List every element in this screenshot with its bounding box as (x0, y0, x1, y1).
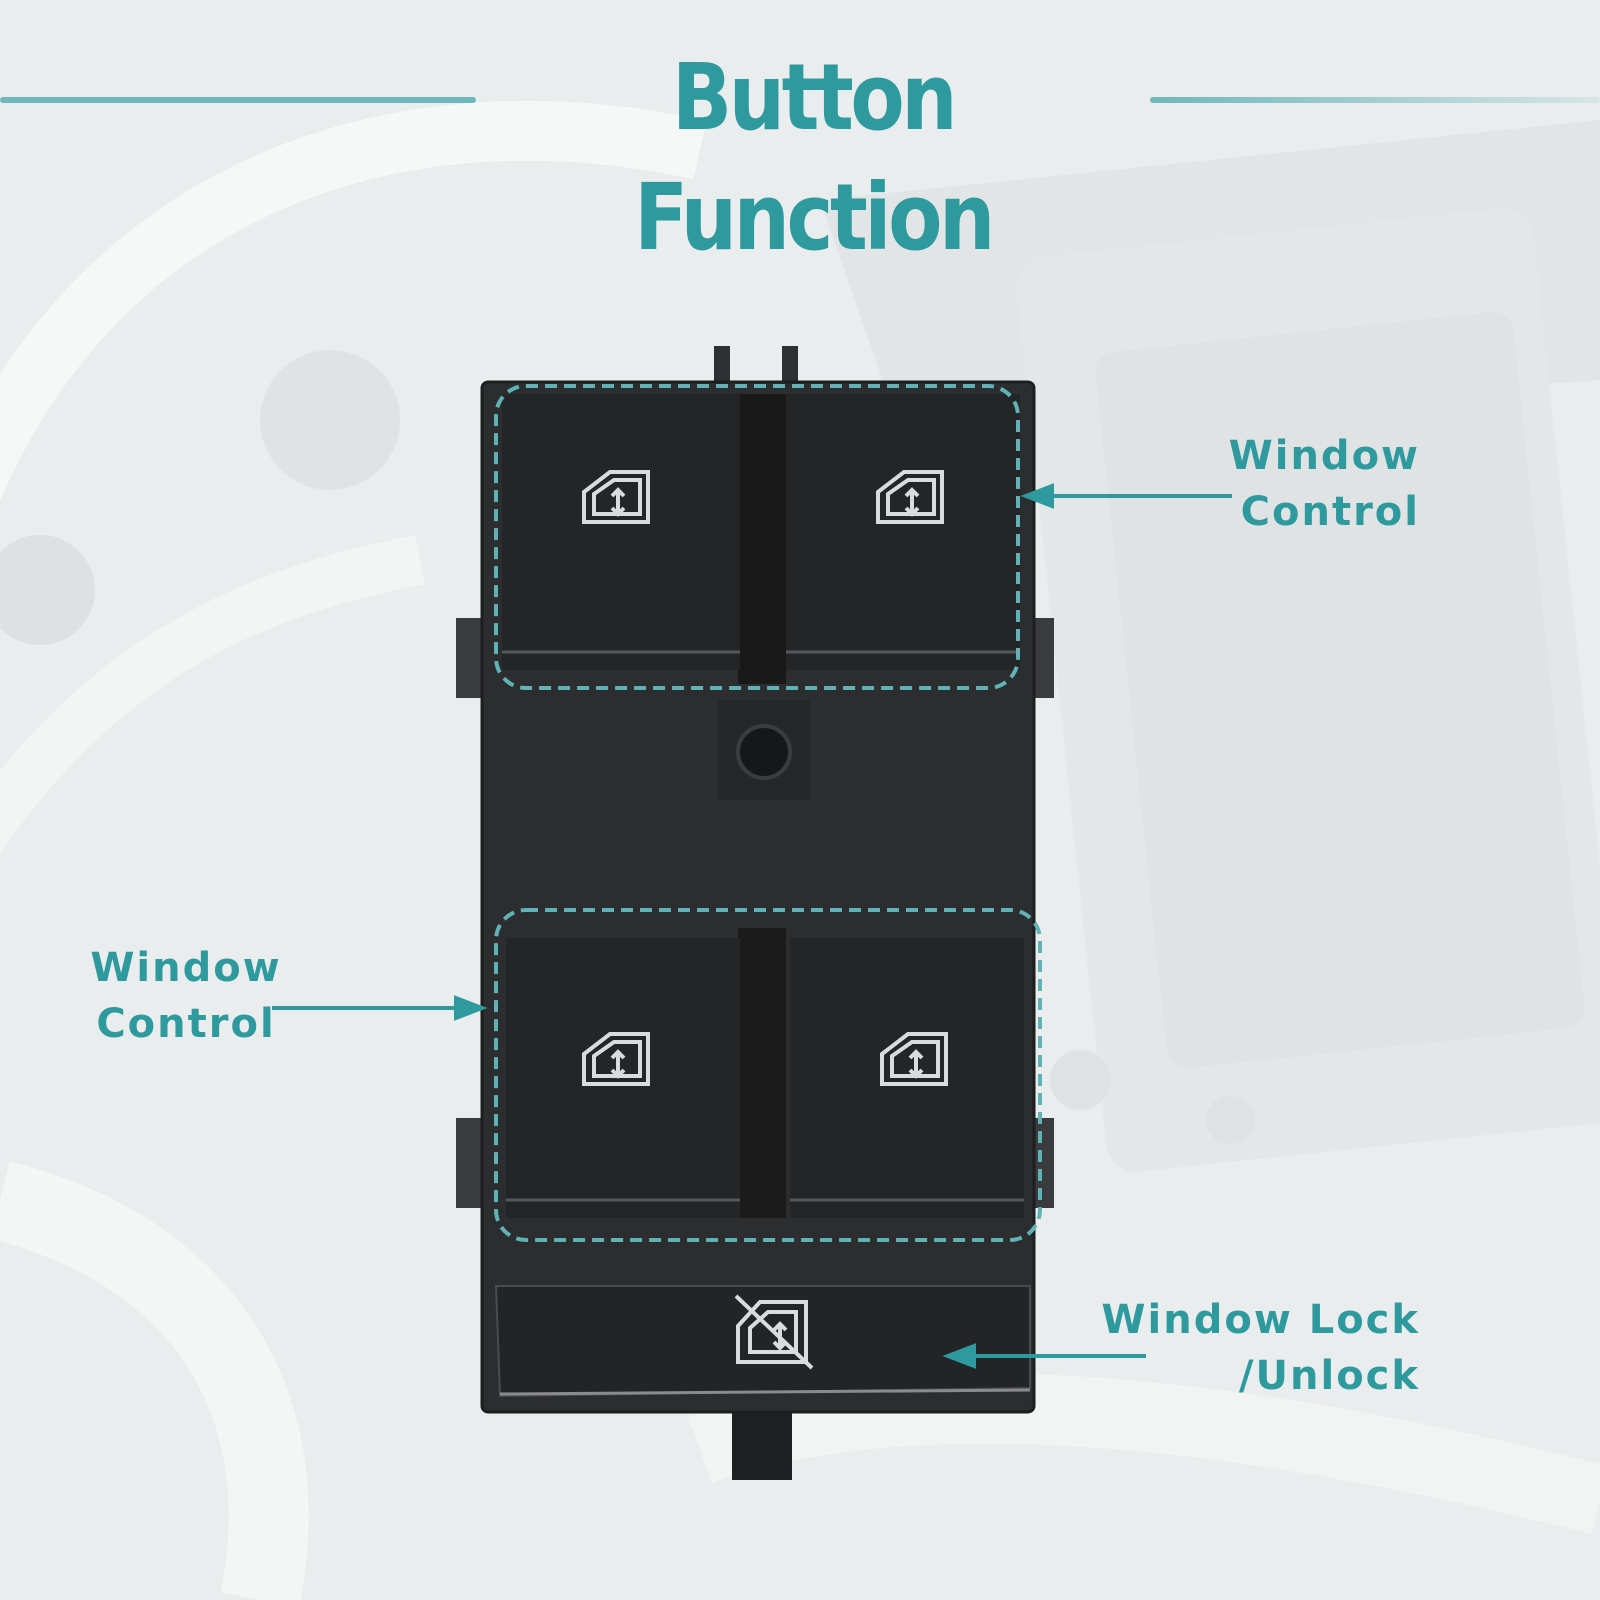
title-rule-right (1150, 97, 1600, 103)
arrow-top-right (1020, 483, 1232, 509)
arrow-bottom-right (942, 1343, 1146, 1369)
window-up-down-icon (582, 470, 650, 524)
page-title: Button Function (634, 44, 995, 271)
lock-button (494, 1285, 1031, 1398)
arrow-left-mid (272, 995, 488, 1021)
window-lock-icon (734, 1294, 814, 1370)
window-up-down-icon (880, 1032, 948, 1086)
highlight-top-window-controls (494, 384, 1020, 690)
highlight-bottom-window-controls (494, 908, 1042, 1242)
label-window-control-top: Window Control (1180, 428, 1420, 540)
label-line: Window (1228, 433, 1420, 479)
label-line: Window (90, 945, 282, 991)
mount-hole (736, 724, 792, 780)
header: Button Function (0, 38, 1600, 271)
label-line: /Unlock (1238, 1353, 1420, 1399)
window-button-front-left[interactable] (502, 394, 740, 670)
label-window-lock: Window Lock /Unlock (1100, 1292, 1420, 1404)
label-line: Control (96, 1001, 276, 1047)
label-window-control-left: Window Control (86, 940, 286, 1052)
title-rule-left (0, 97, 476, 103)
window-button-front-right[interactable] (786, 394, 1020, 670)
window-up-down-icon (876, 470, 944, 524)
window-up-down-icon (582, 1032, 650, 1086)
label-line: Control (1240, 489, 1420, 535)
label-line: Window Lock (1101, 1297, 1420, 1343)
